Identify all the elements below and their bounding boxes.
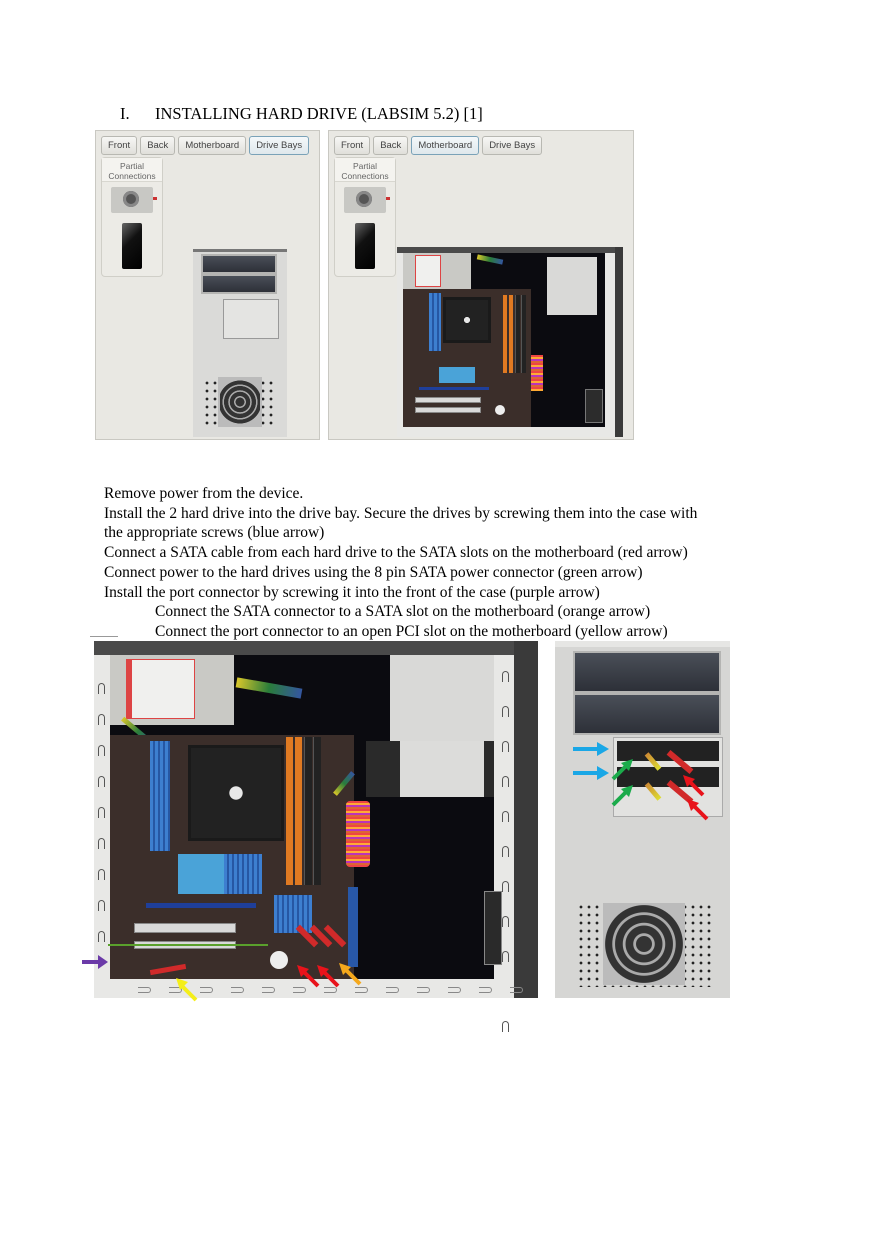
power-supply-label bbox=[126, 659, 195, 719]
ram-slot[interactable] bbox=[313, 737, 321, 885]
ide-connector bbox=[348, 887, 358, 967]
labsim-screenshot-motherboard: Front Back Motherboard Drive Bays Partia… bbox=[328, 130, 634, 440]
tab-front[interactable]: Front bbox=[101, 136, 138, 155]
partial-connections-title: Partial Connections bbox=[102, 158, 162, 182]
section-heading: I. INSTALLING HARD DRIVE (LABSIM 5.2) [1] bbox=[120, 104, 483, 124]
drive-cage[interactable] bbox=[390, 655, 494, 755]
case-clips-right bbox=[502, 671, 509, 1032]
ram-slot[interactable] bbox=[515, 295, 520, 373]
partial-connections-title: Partial Connections bbox=[335, 158, 395, 182]
cmos-battery bbox=[270, 951, 288, 969]
instruction-step: the appropriate screws (blue arrow) bbox=[104, 524, 325, 542]
drive-bay-5in-2[interactable] bbox=[201, 274, 277, 294]
divider-mark bbox=[90, 636, 118, 637]
partial-connections-panel: Partial Connections bbox=[334, 157, 396, 277]
case-fan-icon bbox=[218, 377, 262, 427]
ram-slot[interactable] bbox=[295, 737, 302, 885]
instruction-step: Install the port connector by screwing i… bbox=[104, 583, 600, 601]
power-cable bbox=[476, 254, 504, 265]
pci-slot[interactable] bbox=[415, 407, 481, 413]
pci-slot[interactable] bbox=[134, 923, 236, 933]
blue-arrow-icon bbox=[573, 742, 609, 756]
red-arrow-icon bbox=[687, 799, 709, 821]
green-arrow-icon bbox=[611, 785, 633, 807]
purple-arrow-icon bbox=[82, 955, 108, 969]
chipset-fins bbox=[224, 854, 262, 894]
drive-bracket bbox=[400, 741, 484, 797]
yellow-arrow-icon bbox=[176, 978, 198, 1002]
case-front-view bbox=[193, 249, 287, 437]
power-supply-icon[interactable] bbox=[111, 187, 157, 213]
instruction-substep: Connect the SATA connector to a SATA slo… bbox=[155, 603, 651, 621]
chipset-heatsink bbox=[439, 367, 475, 383]
southbridge-heatsink bbox=[274, 895, 312, 933]
ram-slot[interactable] bbox=[509, 295, 513, 373]
tab-motherboard[interactable]: Motherboard bbox=[411, 136, 480, 155]
ram-slot[interactable] bbox=[521, 295, 526, 373]
pci-slot[interactable] bbox=[415, 397, 481, 403]
tab-drive-bays[interactable]: Drive Bays bbox=[482, 136, 543, 155]
ram-slot[interactable] bbox=[304, 737, 312, 885]
blue-arrow-icon bbox=[573, 766, 609, 780]
view-tabs: Front Back Motherboard Drive Bays bbox=[334, 136, 543, 155]
tab-drive-bays[interactable]: Drive Bays bbox=[249, 136, 310, 155]
tab-front[interactable]: Front bbox=[334, 136, 371, 155]
tab-motherboard[interactable]: Motherboard bbox=[178, 136, 247, 155]
hard-drive-icon[interactable] bbox=[122, 223, 142, 269]
instruction-step: Connect a SATA cable from each hard driv… bbox=[104, 544, 688, 562]
power-cable bbox=[235, 677, 303, 699]
case-interior-view bbox=[397, 247, 623, 437]
case-clips-bottom bbox=[138, 987, 523, 993]
section-title: INSTALLING HARD DRIVE (LABSIM 5.2) [1] bbox=[155, 104, 483, 123]
instruction-step: Connect power to the hard drives using t… bbox=[104, 563, 643, 581]
drive-bay-5in-1[interactable] bbox=[573, 651, 721, 693]
case-clips-left bbox=[98, 683, 105, 942]
section-number: I. bbox=[120, 104, 130, 123]
tab-back[interactable]: Back bbox=[373, 136, 409, 155]
drive-bays-annotated-photo bbox=[555, 641, 730, 998]
rear-fan bbox=[484, 891, 502, 965]
rear-fan bbox=[585, 389, 603, 423]
instruction-step: Remove power from the device. bbox=[104, 485, 304, 502]
vrm-heatsink bbox=[429, 293, 441, 351]
instruction-substep: Connect the port connector to an open PC… bbox=[155, 622, 668, 640]
drive-bay-3in[interactable] bbox=[223, 299, 279, 339]
instruction-step: Install the 2 hard drive into the drive … bbox=[104, 504, 698, 522]
labsim-screenshot-drive-bays: Front Back Motherboard Drive Bays Partia… bbox=[95, 130, 320, 440]
tab-back[interactable]: Back bbox=[140, 136, 176, 155]
ide-ribbon-cable bbox=[346, 801, 370, 867]
ram-slot[interactable] bbox=[503, 295, 507, 373]
red-arrow-icon bbox=[683, 775, 705, 797]
vrm-heatsink bbox=[150, 741, 170, 851]
hard-drive-2[interactable] bbox=[617, 767, 719, 787]
ide-ribbon-cable bbox=[531, 355, 543, 391]
pcie-slot[interactable] bbox=[146, 903, 256, 908]
red-arrow-icon bbox=[317, 965, 340, 988]
view-tabs: Front Back Motherboard Drive Bays bbox=[101, 136, 310, 155]
drive-cage[interactable] bbox=[547, 257, 597, 315]
power-supply-icon[interactable] bbox=[344, 187, 390, 213]
hard-drive-icon[interactable] bbox=[355, 223, 375, 269]
power-supply-label bbox=[415, 255, 441, 287]
cpu-fan-icon bbox=[443, 297, 491, 343]
cpu-fan-icon bbox=[188, 745, 284, 841]
port-connector-cable bbox=[108, 944, 268, 946]
partial-connections-panel: Partial Connections bbox=[101, 157, 163, 277]
cmos-battery bbox=[495, 405, 505, 415]
green-arrow-icon bbox=[611, 759, 633, 781]
red-arrow-icon bbox=[297, 965, 320, 988]
instructions-list: Remove power from the device. Install th… bbox=[104, 484, 697, 642]
motherboard-annotated-photo bbox=[94, 641, 538, 1032]
drive-bay-5in-2[interactable] bbox=[573, 693, 721, 735]
orange-arrow-icon bbox=[339, 963, 362, 986]
pcie-slot[interactable] bbox=[419, 387, 489, 390]
ram-slot[interactable] bbox=[286, 737, 293, 885]
drive-bay-5in-1[interactable] bbox=[201, 254, 277, 274]
case-fan-icon bbox=[603, 903, 685, 985]
